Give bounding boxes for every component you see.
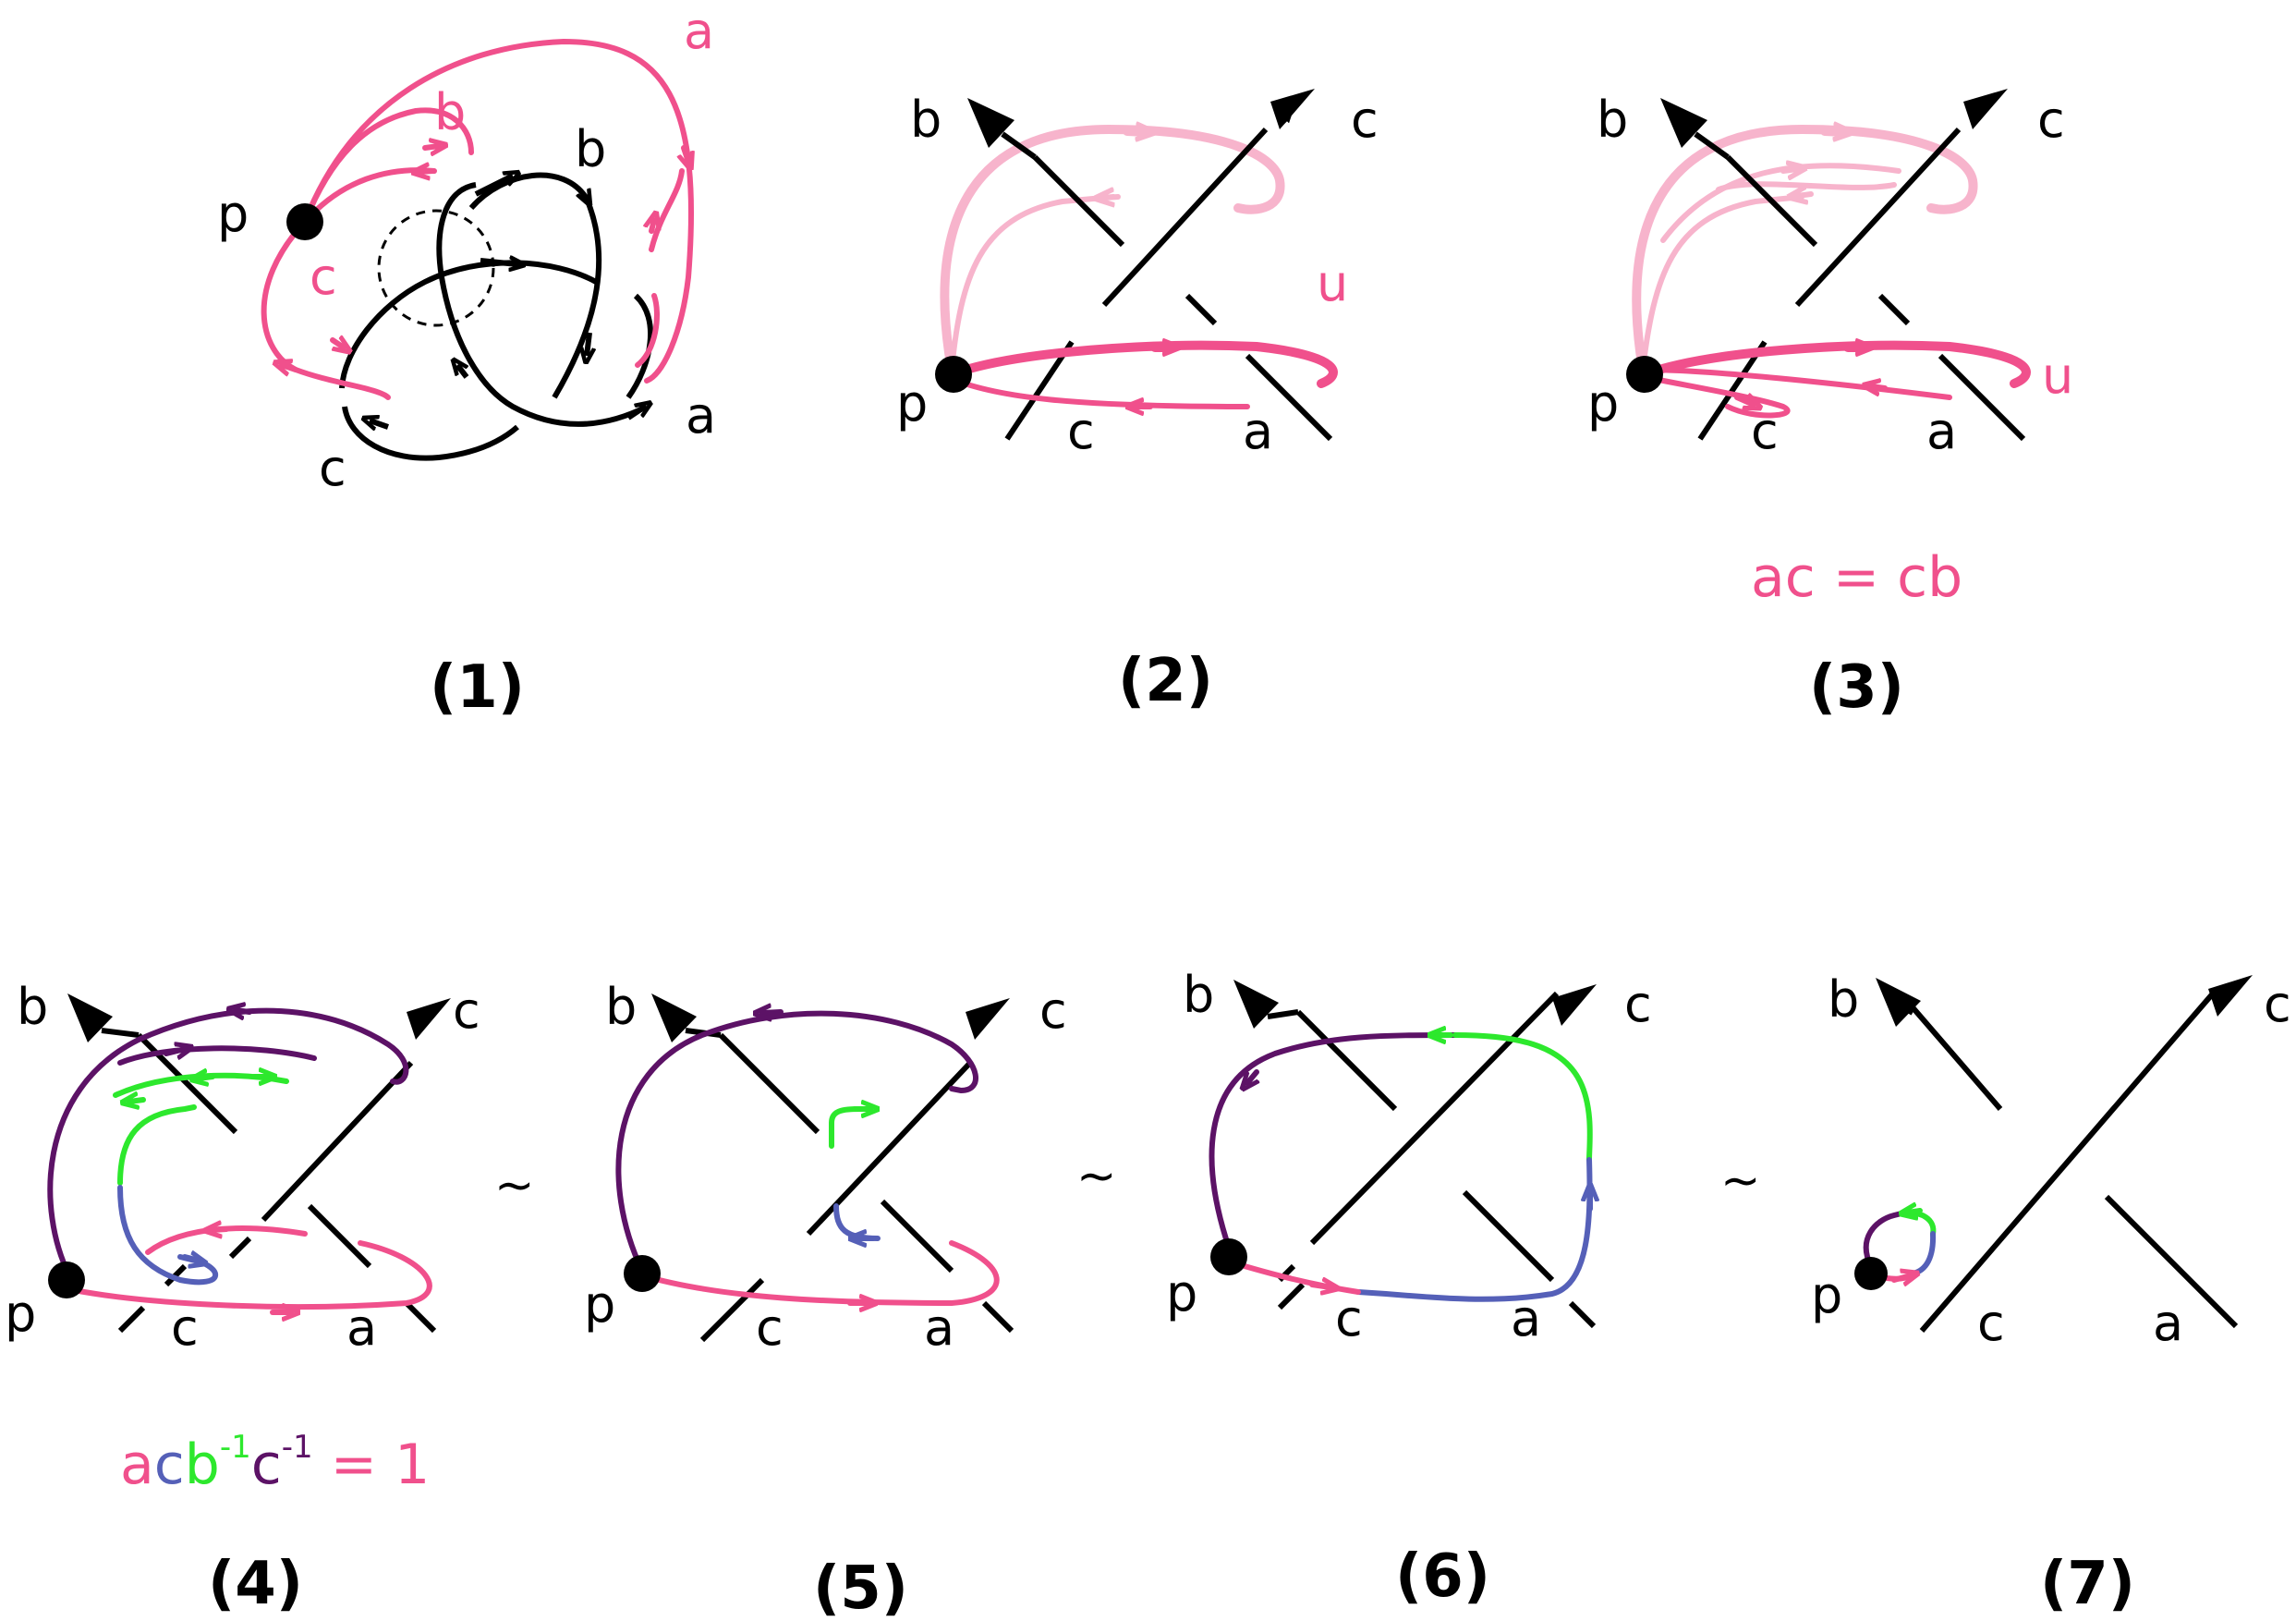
label-pink-c: c	[310, 248, 337, 306]
crossing-strands	[67, 993, 451, 1334]
tilde-2: ~	[1076, 1149, 1117, 1204]
label-c: c	[2037, 91, 2065, 149]
label-p: p	[1811, 1266, 1842, 1324]
tilde-1: ~	[494, 1158, 535, 1213]
label-c-bottom: c	[1751, 402, 1779, 460]
panel-4: b c p c a acb-1c-1 = 1 (4)	[5, 978, 480, 1618]
relation-text: ac = cb	[1751, 545, 1962, 610]
label-p: p	[217, 185, 249, 243]
basepoint-p	[1626, 356, 1663, 393]
crossing-strands	[967, 89, 1333, 442]
label-c: c	[1039, 981, 1067, 1040]
crossing-strands	[1876, 975, 2253, 1333]
label-a: a	[1926, 402, 1957, 460]
label-b: b	[575, 120, 606, 178]
tilde-3: ~	[1720, 1153, 1761, 1209]
basepoint-p	[935, 356, 972, 393]
dashed-circle	[377, 209, 495, 327]
label-p: p	[896, 374, 928, 433]
label-pink-b: b	[434, 83, 466, 141]
label-p: p	[1587, 374, 1619, 433]
label-a: a	[924, 1298, 954, 1357]
panel-3: b c u p c a ac = cb (3)	[1587, 89, 2073, 722]
label-c: c	[453, 981, 480, 1040]
label-p: p	[5, 1285, 36, 1343]
label-b: b	[1828, 970, 1859, 1029]
label-c: c	[1351, 91, 1379, 149]
panel-2: b c u p c a (2)	[896, 89, 1379, 715]
label-c-bottom: c	[1977, 1294, 2005, 1352]
label-c-bottom: c	[1067, 402, 1095, 460]
label-a: a	[686, 386, 716, 445]
panel-number: (6)	[1395, 1542, 1490, 1611]
basepoint-p	[48, 1261, 85, 1298]
label-b: b	[910, 91, 941, 149]
label-b: b	[17, 978, 48, 1036]
label-b: b	[605, 978, 637, 1036]
panel-1: p a b c b a c (1)	[217, 2, 716, 722]
panel-number: (7)	[2040, 1550, 2135, 1618]
label-c-bottom: c	[1335, 1289, 1363, 1347]
panel-number: (3)	[1809, 653, 1904, 722]
label-c: c	[1624, 975, 1652, 1033]
basepoint-p	[286, 203, 323, 240]
label-p: p	[1166, 1264, 1197, 1322]
basepoint-p	[624, 1255, 661, 1292]
panel-number: (2)	[1118, 647, 1213, 715]
label-a: a	[2153, 1294, 2183, 1352]
panel-number: (4)	[208, 1550, 303, 1618]
label-c-bottom: c	[171, 1298, 199, 1357]
crossing-strands	[1233, 980, 1597, 1329]
label-u: u	[1317, 254, 1348, 312]
basepoint-p	[1854, 1257, 1888, 1290]
label-a: a	[1511, 1289, 1541, 1347]
label-p: p	[584, 1275, 615, 1334]
pink-loops	[261, 38, 691, 400]
label-b: b	[1183, 966, 1214, 1024]
label-c: c	[2264, 975, 2291, 1033]
label-b: b	[1597, 91, 1628, 149]
label-a: a	[1243, 402, 1273, 460]
trefoil-knot	[339, 176, 650, 461]
label-a: a	[346, 1298, 377, 1357]
crossing-strands	[1660, 89, 2026, 442]
basepoint-p	[1210, 1238, 1247, 1275]
panel-7: b c p c a (7)	[1811, 970, 2291, 1618]
relation-text: acb-1c-1 = 1	[120, 1429, 430, 1497]
panel-number: (1)	[430, 653, 525, 722]
label-c: c	[319, 439, 346, 497]
label-c-bottom: c	[756, 1298, 784, 1357]
panel-5: b c p c a (5)	[584, 978, 1067, 1621]
label-u: u	[2042, 347, 2073, 405]
label-pink-a: a	[684, 2, 714, 60]
panel-6: b c p c a (6)	[1166, 966, 1652, 1611]
panel-number: (5)	[813, 1554, 908, 1621]
